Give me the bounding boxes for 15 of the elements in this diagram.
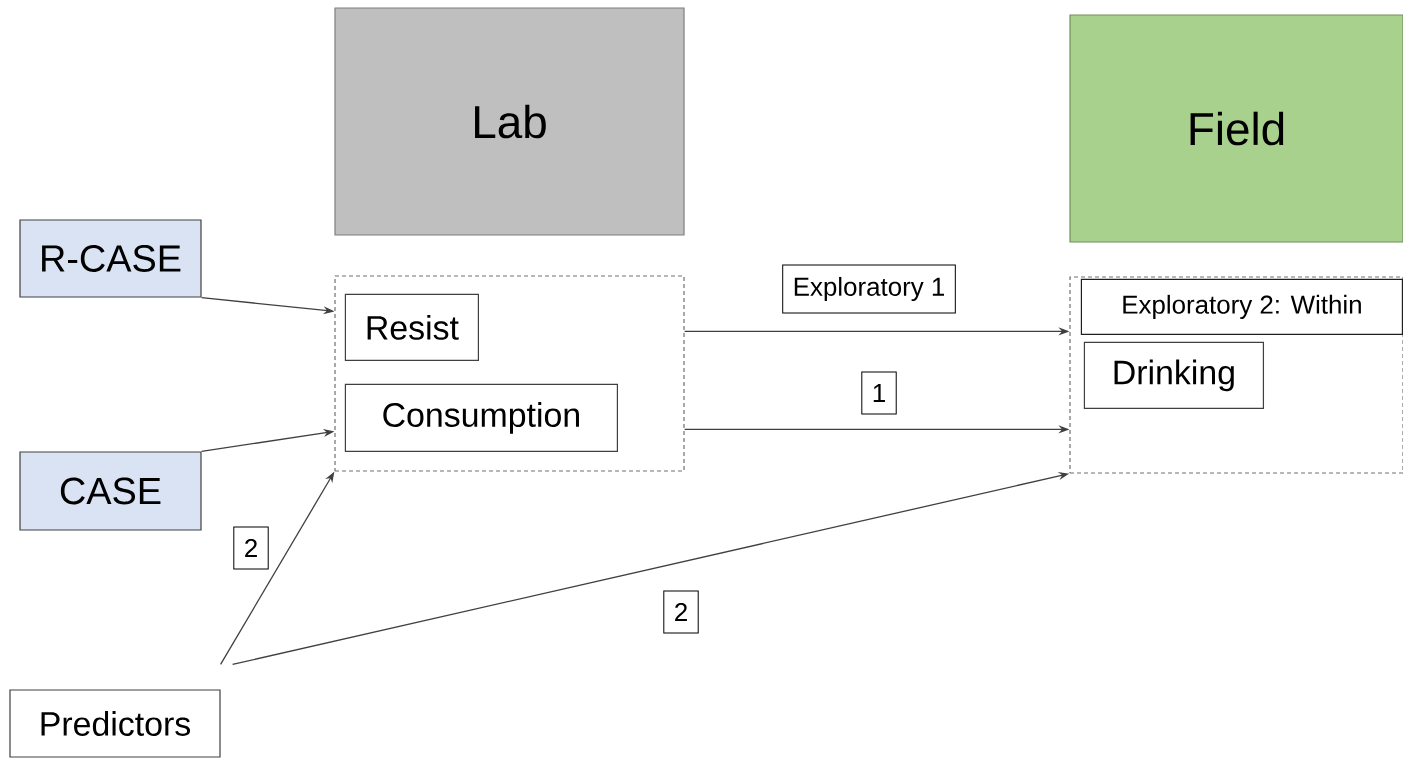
label-box: Resist	[344, 293, 479, 361]
label-box: Predictors	[9, 689, 221, 758]
edge-label: Exploratory 1	[782, 264, 956, 314]
edge-label: 2	[233, 526, 269, 570]
title-box: Field	[1069, 14, 1403, 243]
label-box: Exploratory 2: Within	[1080, 278, 1403, 335]
dashed-group-box	[1069, 276, 1403, 474]
label-box: CASE	[19, 451, 202, 531]
edge-label: 2	[663, 590, 699, 634]
edge-label: 1	[861, 371, 897, 415]
dashed-group-box	[334, 275, 685, 472]
label-box: Drinking	[1083, 341, 1264, 409]
title-box: Lab	[334, 7, 685, 236]
label-box: R-CASE	[19, 219, 202, 298]
label-box: Consumption	[344, 383, 618, 452]
